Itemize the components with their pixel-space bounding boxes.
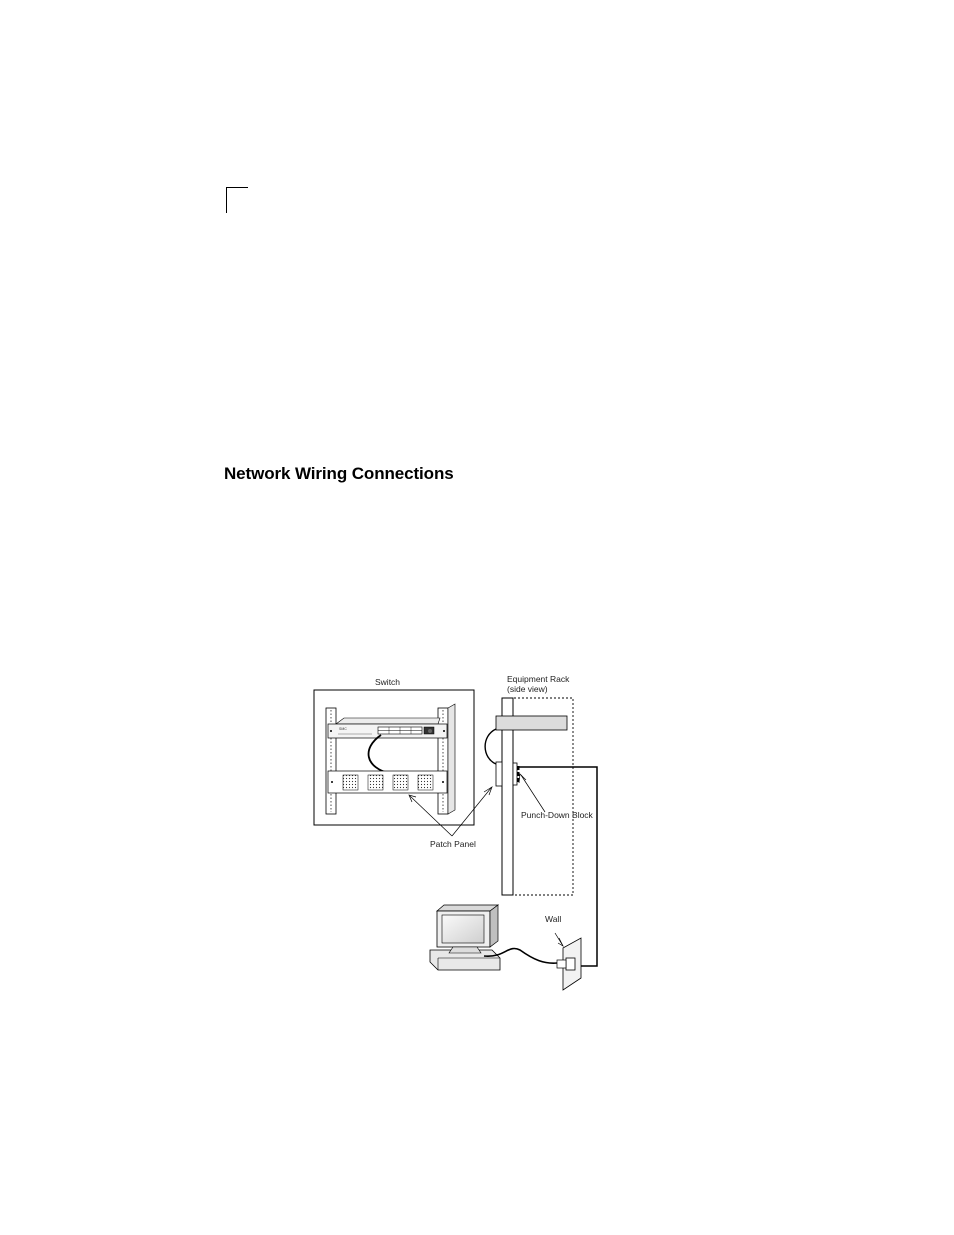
wall-outlet <box>554 932 582 991</box>
label-wall: Wall <box>545 914 561 924</box>
label-punch-down-block: Punch-Down Block <box>521 810 594 820</box>
rack-rail-left <box>325 707 337 815</box>
section-heading: Network Wiring Connections <box>224 464 454 483</box>
patch-panel-front <box>327 770 448 794</box>
equipment-rack-side-view <box>484 697 574 896</box>
page-corner-mark <box>226 187 248 213</box>
switch-side <box>495 715 568 731</box>
label-patch-panel: Patch Panel <box>430 839 476 849</box>
patch-panel-side <box>495 761 503 787</box>
label-equipment-rack-side-view: (side view) <box>507 684 548 694</box>
side-patch-cable <box>484 728 497 765</box>
desktop-computer <box>429 904 501 971</box>
svg-text:SMC: SMC <box>339 727 347 731</box>
punch-down-block <box>512 762 518 786</box>
rack-post <box>501 697 514 896</box>
label-equipment-rack: Equipment Rack <box>507 674 570 684</box>
callout-arrows <box>408 773 546 837</box>
horizontal-cable <box>519 766 598 967</box>
switch-unit: SMC <box>327 717 448 739</box>
pc-to-wall-cable <box>483 947 558 964</box>
label-switch: Switch <box>375 677 400 687</box>
switch-rack-front-view: SMC <box>313 689 475 826</box>
